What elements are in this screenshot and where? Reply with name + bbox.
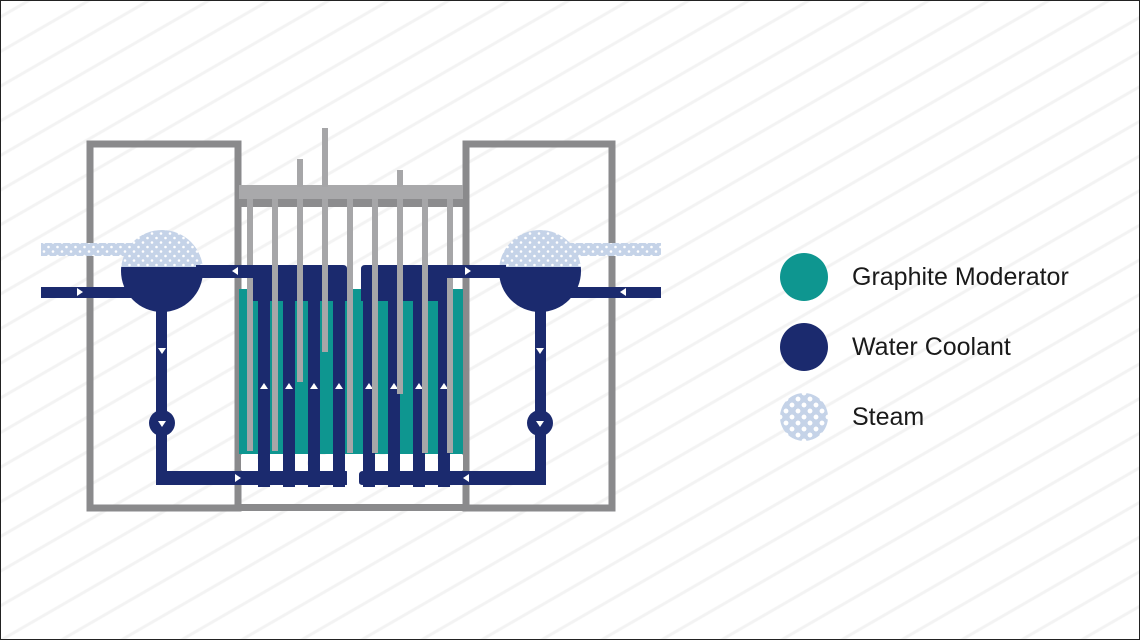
legend-label: Steam (852, 402, 925, 431)
steam-drum-right-steam (499, 230, 581, 267)
control-rod (272, 199, 278, 451)
coolant-channel (258, 273, 270, 487)
core-base-outline (235, 504, 469, 511)
control-rod (322, 199, 328, 352)
moderator-gap (320, 455, 332, 470)
moderator-gap (295, 455, 307, 470)
legend-item-steam: Steam (780, 382, 1069, 452)
moderator-gap (425, 455, 437, 470)
lower-feed-pipe-right (446, 471, 546, 485)
pump-arrow-down-icon (158, 421, 166, 427)
flow-arrow-left-icon (620, 288, 626, 296)
control-rod (447, 199, 453, 453)
water-swatch-icon (780, 323, 828, 371)
steam-drum-left-steam (121, 230, 203, 267)
flow-arrow-down-icon (536, 348, 544, 354)
coolant-channel (283, 273, 295, 487)
flow-arrow-up-icon (390, 383, 398, 389)
flow-arrow-up-icon (415, 383, 423, 389)
steam-drum-left-water (121, 267, 203, 312)
flow-arrow-right-icon (77, 288, 83, 296)
moderator-gap (270, 455, 282, 470)
graphite-swatch-icon (780, 253, 828, 301)
moderator-gap (241, 455, 257, 470)
legend-label: Graphite Moderator (852, 262, 1069, 291)
flow-arrow-left-icon (232, 267, 238, 275)
control-rod-drive-shaft (397, 170, 403, 187)
moderator-gap (450, 455, 464, 470)
core-right-wall (463, 144, 467, 509)
legend-item-water: Water Coolant (780, 312, 1069, 382)
moderator-gap (400, 455, 412, 470)
control-rod (297, 199, 303, 382)
pump-arrow-down-icon (536, 421, 544, 427)
flow-arrow-right-icon (465, 267, 471, 275)
upper-coolant-header-right (361, 265, 453, 301)
moderator-gap (345, 455, 363, 471)
core-left-wall (235, 144, 239, 509)
flow-arrow-up-icon (260, 383, 268, 389)
riser-pipe-right (446, 265, 506, 278)
steam-outlet-pipe-right (569, 243, 661, 256)
flow-arrow-up-icon (310, 383, 318, 389)
coolant-channel (308, 273, 320, 487)
control-rod (347, 199, 353, 453)
flow-arrow-up-icon (440, 383, 448, 389)
control-rod (422, 199, 428, 453)
steam-swatch-icon (780, 393, 828, 441)
flow-arrow-right-icon (235, 474, 241, 482)
legend-item-graphite: Graphite Moderator (780, 242, 1069, 312)
flow-arrow-down-icon (158, 348, 166, 354)
flow-arrow-up-icon (365, 383, 373, 389)
control-rod-header (237, 185, 465, 199)
control-rod-drive-shaft (297, 159, 303, 187)
feedwater-pipe-left (41, 287, 136, 298)
downcomer-left (156, 307, 167, 485)
legend-label: Water Coolant (852, 332, 1011, 361)
steam-drum-right-water (499, 267, 581, 312)
control-rod (247, 199, 253, 451)
downcomer-right (535, 307, 546, 485)
steam-outlet-pipe-left (41, 243, 136, 256)
flow-arrow-left-icon (463, 474, 469, 482)
riser-pipe-left (196, 265, 256, 278)
flow-arrow-up-icon (335, 383, 343, 389)
control-rod (397, 199, 403, 394)
coolant-channel (333, 273, 345, 487)
header-split-gap (347, 471, 359, 487)
legend: Graphite Moderator Water Coolant Steam (780, 242, 1069, 452)
feedwater-pipe-right (569, 287, 661, 298)
moderator-gap (375, 455, 387, 470)
flow-arrow-up-icon (285, 383, 293, 389)
control-rod (372, 199, 378, 453)
lower-feed-pipe-left (156, 471, 256, 485)
control-rod-drive-shaft (322, 128, 328, 187)
